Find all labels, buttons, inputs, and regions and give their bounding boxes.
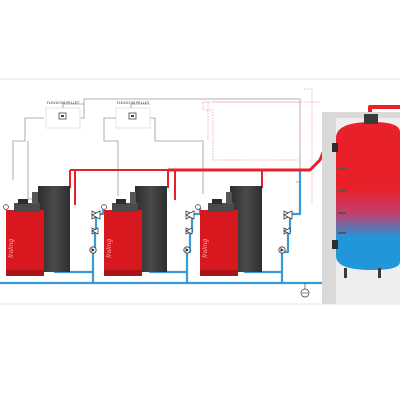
boiler-2[interactable]: froling [104,186,167,276]
boiler-body [104,210,142,276]
controller-2[interactable]: FLEXICOM PELLET [115,101,151,129]
boiler-brand: froling [202,239,209,258]
sensor-icon [3,204,201,210]
pump-icon[interactable] [278,246,286,254]
boiler-3[interactable]: froling [200,186,262,276]
valve-icon[interactable] [185,210,195,235]
boiler-brand: froling [8,239,15,258]
sensor-icon [338,168,346,234]
controller-2-label: FLEXICOM PELLET [117,101,150,105]
boiler-body [200,210,238,276]
buffer-tank[interactable] [322,112,400,304]
valve-icon[interactable] [91,210,101,235]
pump-icon[interactable] [89,246,97,254]
tank-vessel [336,122,400,270]
boiler-body [6,210,44,276]
controller-1[interactable]: FLEXICOM PELLET [45,101,81,129]
boiler-1[interactable]: froling [6,186,70,276]
valve-icon[interactable] [283,210,293,235]
controller-1-label: FLEXICOM PELLET [47,101,80,105]
boiler-brand: froling [106,239,113,258]
pump-icon[interactable] [183,246,191,254]
expansion-vessel-icon[interactable] [300,283,310,298]
